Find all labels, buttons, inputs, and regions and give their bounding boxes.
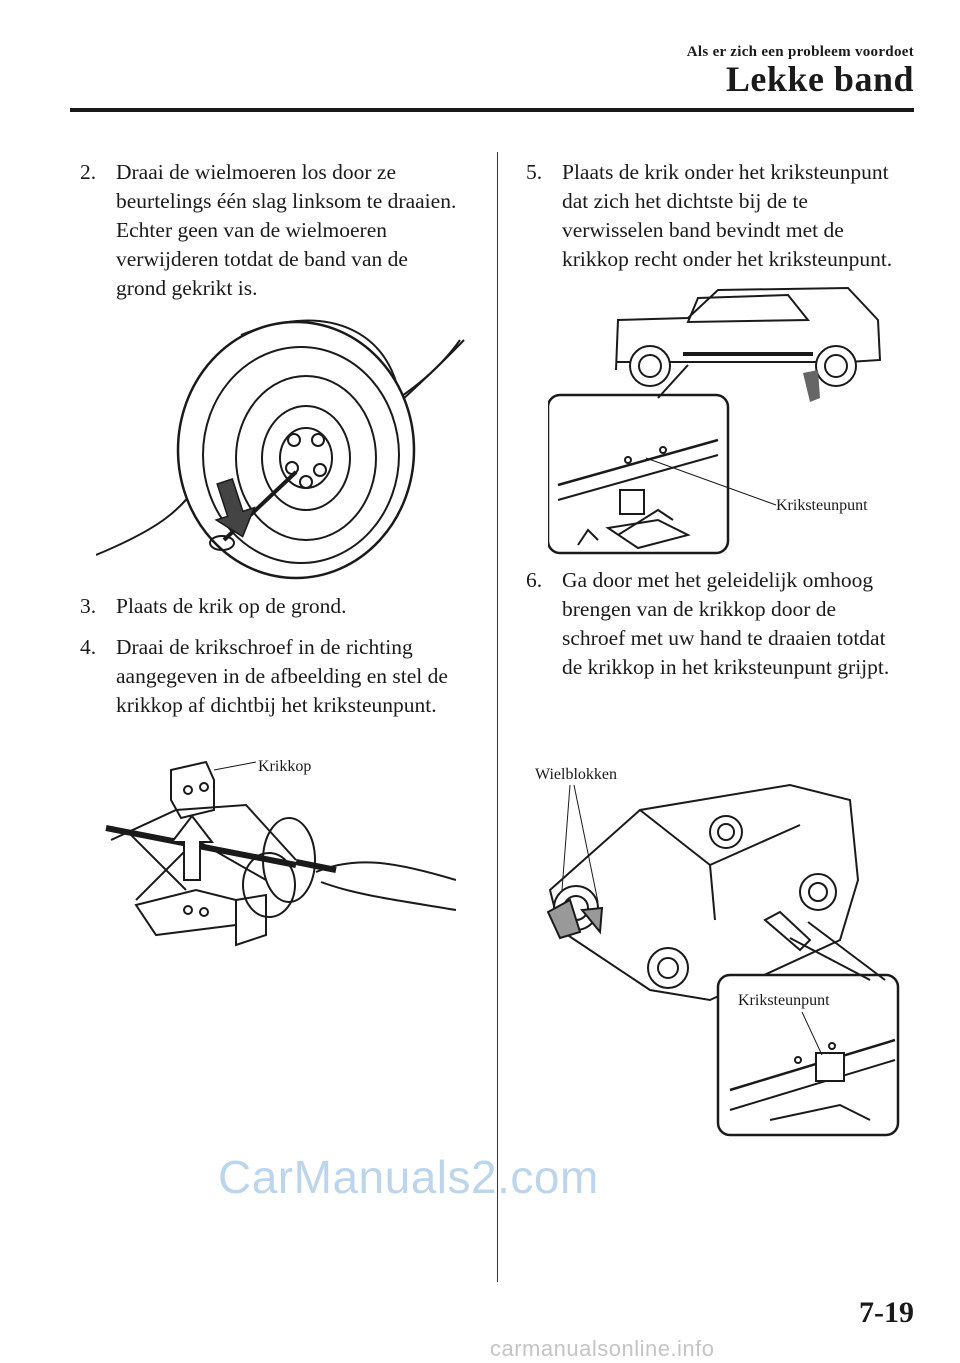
watermark: CarManuals2.com (218, 1151, 599, 1203)
car-side-support-point-illustration (548, 286, 882, 555)
step-number: 4. (80, 635, 97, 659)
support-point-label-2: Kriksteunpunt (738, 992, 830, 1009)
step-4: 4. Draai de krikschroef in de richting a… (80, 633, 490, 720)
step-6: 6. Ga door met het geleidelijk omhoog br… (526, 566, 926, 682)
step-number: 6. (526, 568, 543, 592)
step-text: Plaats de krik op de grond. (116, 594, 347, 618)
step-number: 3. (80, 594, 97, 618)
jack-head-label: Krikkop (258, 758, 312, 775)
step-text: Draai de wielmoeren los door ze beurteli… (116, 160, 457, 300)
header-rule (70, 108, 914, 112)
car-wheel-blocks-illustration (546, 783, 900, 1137)
step-text: Ga door met het geleidelijk omhoog breng… (562, 568, 890, 679)
header-subtitle: Als er zich een probleem voordoet (686, 44, 914, 60)
wheel-blocks-label: Wielblokken (535, 766, 617, 783)
wheel-lug-wrench-illustration (96, 319, 465, 580)
support-point-label-1: Kriksteunpunt (776, 497, 868, 514)
footer-url[interactable]: carmanualsonline.info (490, 1336, 715, 1361)
step-2: 2. Draai de wielmoeren los door ze beurt… (80, 158, 490, 303)
step-text: Draai de krikschroef in de richting aang… (116, 635, 448, 717)
step-number: 5. (526, 160, 543, 184)
page-number: 7-19 (859, 1296, 914, 1329)
step-number: 2. (80, 160, 97, 184)
scissor-jack-illustration (105, 760, 456, 947)
page-title: Lekke band (725, 59, 914, 99)
step-3: 3. Plaats de krik op de grond. (80, 592, 490, 621)
step-5: 5. Plaats de krik onder het kriksteunpun… (526, 158, 926, 274)
column-divider (497, 152, 498, 1282)
step-text: Plaats de krik onder het kriksteunpunt d… (562, 160, 893, 271)
